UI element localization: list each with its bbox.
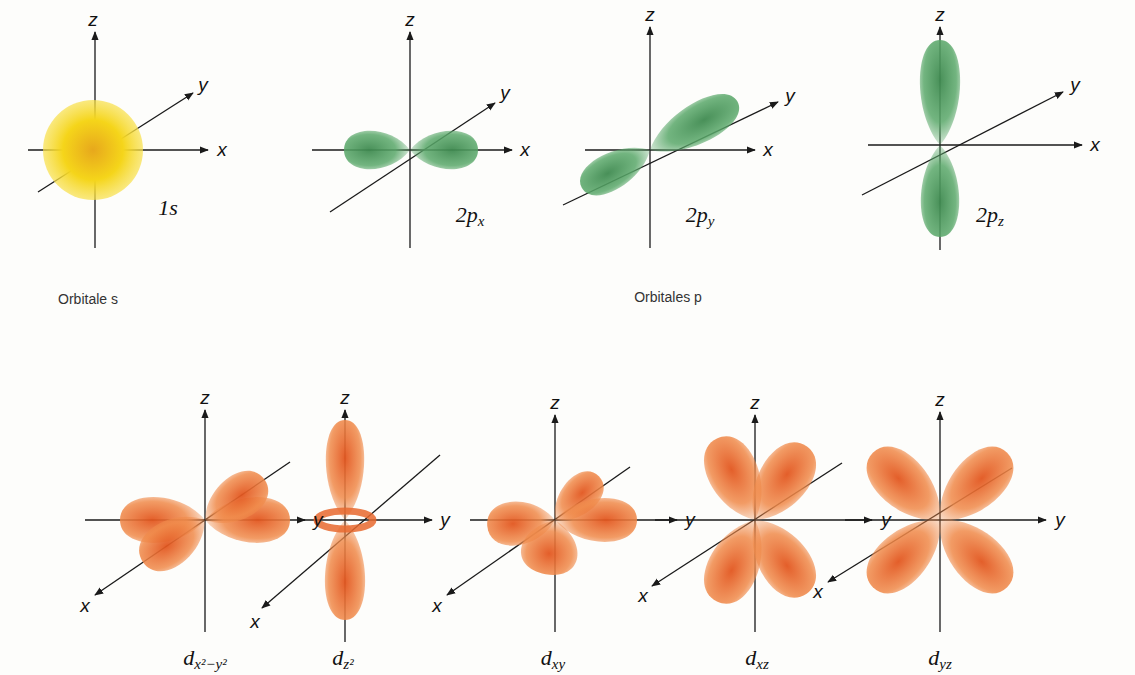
orbital-lobe xyxy=(855,502,958,605)
coordinate-axis xyxy=(868,144,1082,145)
axis-label: x xyxy=(638,586,648,607)
orbital-name: dx²−y² xyxy=(183,646,226,670)
orbital-lobe xyxy=(130,501,218,581)
orbital-lobe xyxy=(922,502,1025,605)
orbital-name: 2py xyxy=(686,203,715,227)
axis-label: y xyxy=(1055,510,1065,531)
coordinate-axis xyxy=(563,102,778,205)
orbital-lobe xyxy=(920,40,960,145)
axis-label: z xyxy=(550,393,560,414)
coordinate-axis xyxy=(409,32,410,248)
axis-label: x xyxy=(1090,135,1100,156)
orbital-torus xyxy=(317,511,373,529)
coordinate-axis xyxy=(862,92,1063,195)
orbital-lobe xyxy=(518,515,583,579)
orbital-lobe xyxy=(573,134,659,204)
axis-label: z xyxy=(750,393,760,414)
group-caption: Orbitale s xyxy=(58,292,118,307)
coordinate-axis xyxy=(330,103,495,212)
axis-label: z xyxy=(645,5,655,26)
group-caption: Orbitales p xyxy=(634,290,702,305)
axis-label: y xyxy=(785,86,795,107)
orbital-name: dxy xyxy=(541,646,565,670)
orbital-name: dyz xyxy=(928,646,952,670)
axis-label: z xyxy=(340,388,350,409)
axis-label: x xyxy=(813,582,823,603)
axis-label: y xyxy=(313,510,323,531)
axis-label: z xyxy=(200,388,210,409)
orbital-lobe xyxy=(734,432,827,535)
axis-label: x xyxy=(250,612,260,633)
axis-label: y xyxy=(198,75,208,96)
axis-label: x xyxy=(520,140,530,161)
orbital-lobe xyxy=(410,131,478,169)
axis-label: x xyxy=(80,596,90,617)
orbital-name: 2px xyxy=(456,203,485,227)
orbital-name: 2pz xyxy=(976,203,1004,227)
orbital-lobe xyxy=(921,145,959,237)
axis-label: z xyxy=(405,10,415,31)
orbital-lobe xyxy=(640,84,747,168)
coordinate-axis xyxy=(649,27,650,248)
coordinate-axis xyxy=(95,462,290,595)
axis-label: y xyxy=(1070,75,1080,96)
axis-label: y xyxy=(500,83,510,104)
axis-label: y xyxy=(685,510,695,531)
axis-label: x xyxy=(217,140,227,161)
axis-label: x xyxy=(432,596,442,617)
orbital-lobe xyxy=(734,506,827,609)
orbital-lobe xyxy=(193,462,277,539)
axis-label: z xyxy=(935,5,945,26)
orbital-lobe xyxy=(344,131,410,169)
axis-label: z xyxy=(88,10,98,31)
s-orbital-sphere xyxy=(43,100,143,200)
orbital-lobe xyxy=(325,520,365,620)
orbital-name: 1s xyxy=(158,196,178,220)
axis-label: y xyxy=(440,510,450,531)
orbital-name: dxz xyxy=(745,646,769,670)
axis-label: y xyxy=(881,510,891,531)
orbital-lobe xyxy=(326,420,364,520)
orbital-name: dz² xyxy=(332,646,353,670)
axis-label: z xyxy=(935,390,945,411)
axis-label: x xyxy=(763,140,773,161)
